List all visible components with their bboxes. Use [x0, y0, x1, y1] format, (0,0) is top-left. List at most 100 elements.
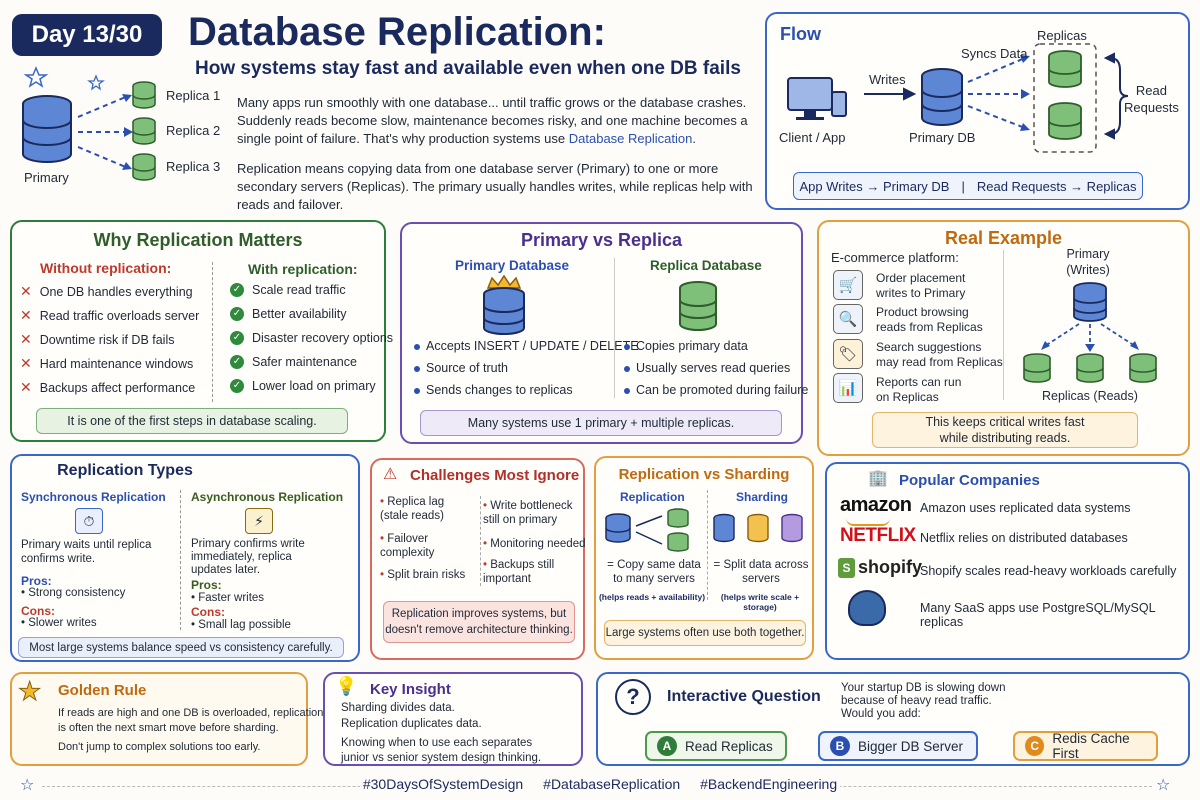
list-item: Accepts INSERT / UPDATE / DELETE [414, 339, 639, 353]
star-icon [87, 74, 105, 91]
why-card [10, 220, 386, 442]
insight-line: Knowing when to use each separates junio… [341, 737, 542, 764]
page-subtitle: How systems stay fast and available even… [195, 58, 741, 79]
async-pro: • Faster writes [191, 592, 265, 604]
star-icon: ☆ [20, 777, 35, 794]
insight-card [323, 672, 583, 766]
intro-diagram [22, 66, 156, 181]
flow-summary-bar: App Writes → Primary DB|Read Requests → … [793, 172, 1143, 200]
sync-title: Synchronous Replication [21, 490, 166, 504]
list-item: Can be promoted during failure [624, 383, 808, 397]
option-label: Redis Cache First [1052, 731, 1130, 761]
why-title: Why Replication Matters [93, 230, 303, 250]
sync-desc: Primary waits until replica confirms wri… [21, 539, 152, 565]
check-icon: ✓ [230, 355, 244, 369]
list-item: Sends changes to replicas [414, 383, 573, 397]
async-con: • Small lag possible [191, 619, 291, 631]
challenges-title: Challenges Most Ignore [410, 467, 580, 484]
bracket-icon [1103, 52, 1129, 140]
challenge-item: • Backups still important [483, 559, 555, 585]
question-text: Your startup DB is slowing down because … [841, 682, 1006, 720]
check-icon: ✓ [230, 379, 244, 393]
monitor-icon [787, 77, 847, 120]
option-b-button[interactable]: B Bigger DB Server [818, 731, 978, 761]
challenge-item: • Failover complexity [380, 533, 435, 559]
rvs-sharding-title: Sharding [736, 490, 789, 504]
shard-db-icon [781, 513, 803, 543]
primary-db-icon [605, 513, 631, 543]
golden-title: Golden Rule [58, 682, 147, 699]
list-item: Copies primary data [624, 339, 748, 353]
replica-db-icon [667, 508, 689, 528]
hashtag-bar: #30DaysOfSystemDesign #DatabaseReplicati… [360, 776, 840, 798]
pvr-card [400, 222, 803, 444]
list-item: ✕Hard maintenance windows [20, 355, 194, 371]
flow-bar-right: Read Requests → Replicas [976, 178, 1137, 194]
cross-icon: ✕ [20, 331, 32, 347]
types-title: Replication Types [57, 462, 193, 479]
with-title: With replication: [248, 261, 358, 277]
primary-db-icon [483, 287, 525, 335]
without-title: Without replication: [40, 260, 172, 276]
flow-syncs-label: Syncs Data [961, 46, 1028, 61]
amazon-logo: amazon [840, 494, 912, 516]
example-item: Product browsing reads from Replicas [876, 305, 983, 334]
async-desc: Primary confirms write immediately, repl… [191, 538, 305, 576]
pvr-note: Many systems use 1 primary + multiple re… [420, 410, 782, 436]
replica-db-icon [1048, 50, 1082, 88]
company-item: Many SaaS apps use PostgreSQL/MySQL repl… [920, 601, 1156, 629]
replica-db-icon [1048, 102, 1082, 140]
intro-primary-label: Primary [24, 170, 69, 185]
example-title: Real Example [944, 228, 1063, 248]
example-primary-label: Primary (Writes) [1066, 247, 1110, 277]
types-card [10, 454, 360, 662]
list-item: ✕Read traffic overloads server [20, 307, 200, 323]
hashtag[interactable]: #DatabaseReplication [543, 776, 681, 792]
replica-db-icon [667, 532, 689, 552]
list-item: ✓Disaster recovery options [230, 331, 393, 345]
golden-line1: If reads are high and one DB is overload… [58, 707, 324, 734]
star-icon [23, 66, 49, 88]
async-title: Asynchronous Replication [191, 490, 344, 504]
pvr-title: Primary vs Replica [520, 230, 683, 250]
example-item: Search suggestions may read from Replica… [876, 340, 1003, 369]
example-platform: E-commerce platform: [831, 250, 959, 265]
rvs-replication-title: Replication [620, 490, 685, 504]
option-c-button[interactable]: C Redis Cache First [1013, 731, 1158, 761]
flow-primary-label: Primary DB [909, 130, 976, 145]
option-a-button[interactable]: A Read Replicas [645, 731, 787, 761]
flow-bar-left: App Writes → Primary DB [799, 178, 950, 194]
primary-db-icon [22, 95, 72, 163]
list-item: ✕One DB handles everything [20, 283, 193, 299]
database-replication-link: Database Replication [568, 131, 693, 146]
rvs-diagram [605, 508, 803, 552]
cross-icon: ✕ [20, 379, 32, 395]
lightbulb-icon: 💡 [335, 676, 358, 696]
day-badge: Day 13/30 [12, 14, 162, 56]
building-icon: 🏢 [868, 470, 888, 487]
replica-label: Replica 2 [166, 123, 221, 138]
tag-icon: 🏷 [833, 339, 863, 369]
primary-db-title: Primary Database [455, 258, 570, 273]
companies-card [825, 462, 1190, 660]
primary-db-icon [921, 68, 963, 126]
flow-writes-label: Writes [869, 72, 906, 87]
pvr-icons [483, 274, 717, 335]
primary-db-icon [1073, 282, 1107, 322]
warning-icon: ⚠ [383, 466, 398, 483]
shopify-logo: shopify [858, 557, 923, 577]
check-icon: ✓ [230, 283, 244, 297]
flow-replicas-label: Replicas [1037, 28, 1087, 43]
replica-db-icon [132, 153, 156, 181]
hashtag[interactable]: #30DaysOfSystemDesign [362, 776, 524, 792]
challenge-item: • Write bottleneck still on primary [483, 500, 573, 526]
hashtag[interactable]: #BackendEngineering [700, 776, 838, 792]
replica-db-icon [1129, 353, 1157, 383]
question-mark-icon: ? [615, 679, 651, 715]
sync-con: • Slower writes [21, 617, 97, 629]
replica-db-icon [132, 117, 156, 145]
rvs-shard-sub: (helps write scale + storage) [720, 592, 800, 612]
flow-read-requests-label: Read Requests [1124, 83, 1179, 115]
replica-db-icon [679, 281, 717, 331]
list-item: ✓Scale read traffic [230, 283, 346, 297]
